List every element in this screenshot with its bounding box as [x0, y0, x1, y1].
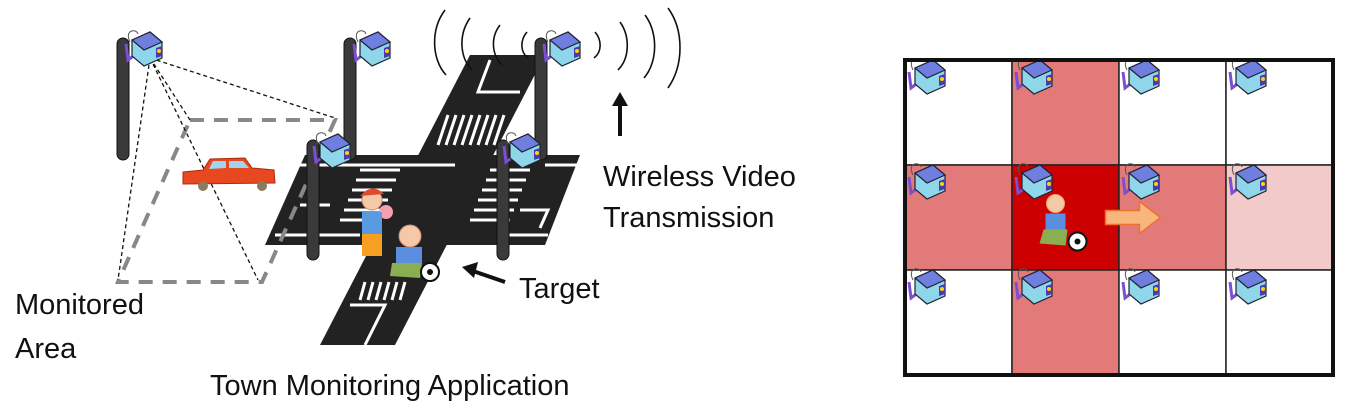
camera-icon [124, 29, 164, 68]
wireless-label: Wireless Video [603, 161, 796, 193]
town-monitoring-illustration: Monitored Area Target Wireless Video Tra… [15, 7, 796, 402]
car-icon [182, 157, 276, 191]
camera-grid [903, 57, 1335, 377]
monitored-area-outline [114, 118, 339, 284]
monitored-area-label: Area [15, 333, 77, 365]
children-target-icon [360, 188, 440, 282]
camera-icon [352, 29, 392, 68]
monitored-area-label: Monitored [15, 289, 144, 321]
target-arrow-icon [462, 262, 506, 284]
child-target-icon [1039, 194, 1088, 252]
motion-arrow-icon [1104, 199, 1162, 236]
camera-icon [542, 29, 582, 68]
wireless-label: Transmission [603, 202, 774, 234]
wireless-waves-icon [433, 7, 681, 89]
up-arrow-icon [612, 92, 628, 136]
camera-field-of-view [117, 57, 336, 281]
grid-border [903, 58, 1335, 377]
camera-poles [116, 37, 548, 261]
caption: Town Monitoring Application [210, 370, 569, 402]
target-label: Target [519, 273, 600, 305]
